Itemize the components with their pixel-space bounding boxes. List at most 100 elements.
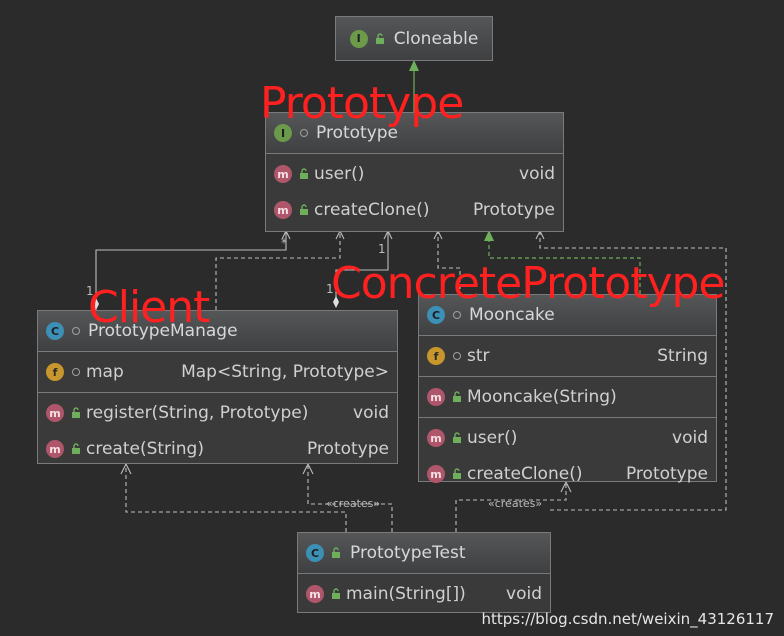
package-visibility-icon — [453, 311, 461, 319]
public-lock-icon — [300, 204, 308, 215]
fields-section: f map Map<String, Prototype> — [38, 352, 397, 393]
mooncake-header: C Mooncake — [419, 295, 716, 336]
multiplicity-one: 1 — [326, 282, 334, 296]
abstract-method-icon: m — [274, 201, 292, 219]
method-type: void — [519, 164, 555, 184]
methods-section: m user() void m createClone() Prototype — [419, 418, 716, 494]
method-name: createClone() — [467, 464, 583, 484]
class-icon: C — [46, 322, 64, 340]
method-name: user() — [467, 428, 518, 448]
class-prototype-test[interactable]: C PrototypeTest m main(String[]) void — [297, 532, 551, 613]
public-lock-icon — [453, 432, 461, 443]
class-icon: C — [427, 306, 445, 324]
fields-section: f str String — [419, 336, 716, 377]
static-method-icon: m — [306, 585, 324, 603]
constructor-name: Mooncake(String) — [467, 387, 617, 407]
method-type: Prototype — [625, 464, 708, 484]
annotation-client: Client — [88, 282, 210, 333]
creates-mooncake-arrow — [560, 480, 572, 493]
creates-manage-line — [307, 466, 393, 532]
mooncake-realizes-prototype-line — [488, 240, 641, 294]
prototype-header: I Prototype — [266, 113, 563, 154]
method-row[interactable]: m user() void — [266, 156, 563, 192]
aggregation-diamond-a — [93, 298, 99, 310]
cloneable-header: I Cloneable — [336, 17, 492, 60]
method-row[interactable]: m createClone() Prototype — [266, 192, 563, 228]
field-type: String — [657, 346, 708, 366]
public-lock-icon — [72, 407, 80, 418]
method-row[interactable]: m main(String[]) void — [298, 576, 550, 612]
manage-aggregation-line-a — [95, 232, 287, 310]
field-row[interactable]: f map Map<String, Prototype> — [38, 354, 397, 390]
mooncake-dependency-line — [437, 232, 461, 296]
class-name: Cloneable — [393, 28, 479, 49]
interface-icon: I — [349, 29, 368, 48]
field-row[interactable]: f str String — [419, 338, 716, 374]
multiplicity-one: 1 — [378, 242, 386, 256]
prototype-manage-header: C PrototypeManage — [38, 311, 397, 352]
multiplicity-star: * — [281, 236, 287, 250]
method-icon: m — [427, 429, 445, 447]
field-name: map — [86, 362, 124, 382]
creates-manage-arrow — [302, 462, 314, 475]
methods-section: m main(String[]) void — [298, 574, 550, 614]
field-type: Map<String, Prototype> — [181, 362, 389, 382]
method-name: createClone() — [314, 200, 430, 220]
interface-icon: I — [274, 124, 292, 142]
method-type: void — [506, 584, 542, 604]
class-name: PrototypeManage — [88, 321, 238, 341]
class-name: Mooncake — [469, 305, 555, 325]
annotation-prototype: Prototype — [260, 78, 464, 129]
public-lock-icon — [453, 468, 461, 479]
multiplicity-one: 1 — [86, 284, 94, 298]
method-icon: m — [46, 440, 64, 458]
method-icon: m — [427, 388, 445, 406]
method-name: create(String) — [86, 439, 204, 459]
method-type: void — [353, 403, 389, 423]
class-prototype-manage[interactable]: C PrototypeManage f map Map<String, Prot… — [37, 310, 398, 464]
method-row[interactable]: m user() void — [419, 420, 716, 456]
package-visibility-icon — [300, 129, 308, 137]
method-icon: m — [46, 404, 64, 422]
public-lock-icon — [375, 32, 384, 44]
public-lock-icon — [453, 391, 461, 402]
class-name: Prototype — [316, 123, 399, 143]
field-icon: f — [427, 347, 445, 365]
test-dependency-manage-arrow — [120, 462, 132, 475]
class-mooncake[interactable]: C Mooncake f str String m Mooncake(Strin… — [418, 294, 717, 484]
method-name: register(String, Prototype) — [86, 403, 309, 423]
constructor-row[interactable]: m Mooncake(String) — [419, 379, 716, 415]
manage-dependency-line — [215, 232, 341, 310]
public-lock-icon — [332, 588, 340, 599]
package-visibility-icon — [72, 327, 80, 335]
creates-label: «creates» — [326, 497, 381, 510]
public-lock-icon — [72, 443, 80, 454]
method-type: Prototype — [472, 200, 555, 220]
class-icon: C — [306, 544, 324, 562]
class-name: PrototypeTest — [350, 543, 466, 563]
prototype-test-header: C PrototypeTest — [298, 533, 550, 574]
abstract-method-icon: m — [274, 165, 292, 183]
public-lock-icon — [332, 547, 340, 558]
method-name: main(String[]) — [346, 584, 466, 604]
class-prototype[interactable]: I Prototype m user() void m createClone(… — [265, 112, 564, 232]
extends-cloneable-arrowhead — [409, 60, 419, 71]
method-row[interactable]: m createClone() Prototype — [419, 456, 716, 492]
method-row[interactable]: m create(String) Prototype — [38, 431, 397, 467]
package-visibility-icon — [72, 368, 80, 376]
class-cloneable[interactable]: I Cloneable — [335, 16, 493, 61]
association-diamond-b — [333, 296, 339, 308]
methods-section: m register(String, Prototype) void m cre… — [38, 393, 397, 469]
public-lock-icon — [300, 168, 308, 179]
test-dependency-manage-line — [125, 466, 347, 532]
method-type: Prototype — [306, 439, 389, 459]
method-icon: m — [427, 465, 445, 483]
method-name: user() — [314, 164, 365, 184]
method-row[interactable]: m register(String, Prototype) void — [38, 395, 397, 431]
watermark: https://blog.csdn.net/weixin_43126117 — [481, 610, 774, 628]
creates-mooncake-line — [455, 484, 567, 532]
method-type: void — [672, 428, 708, 448]
creates-label: «creates» — [488, 497, 543, 510]
package-visibility-icon — [453, 352, 461, 360]
field-icon: f — [46, 363, 64, 381]
